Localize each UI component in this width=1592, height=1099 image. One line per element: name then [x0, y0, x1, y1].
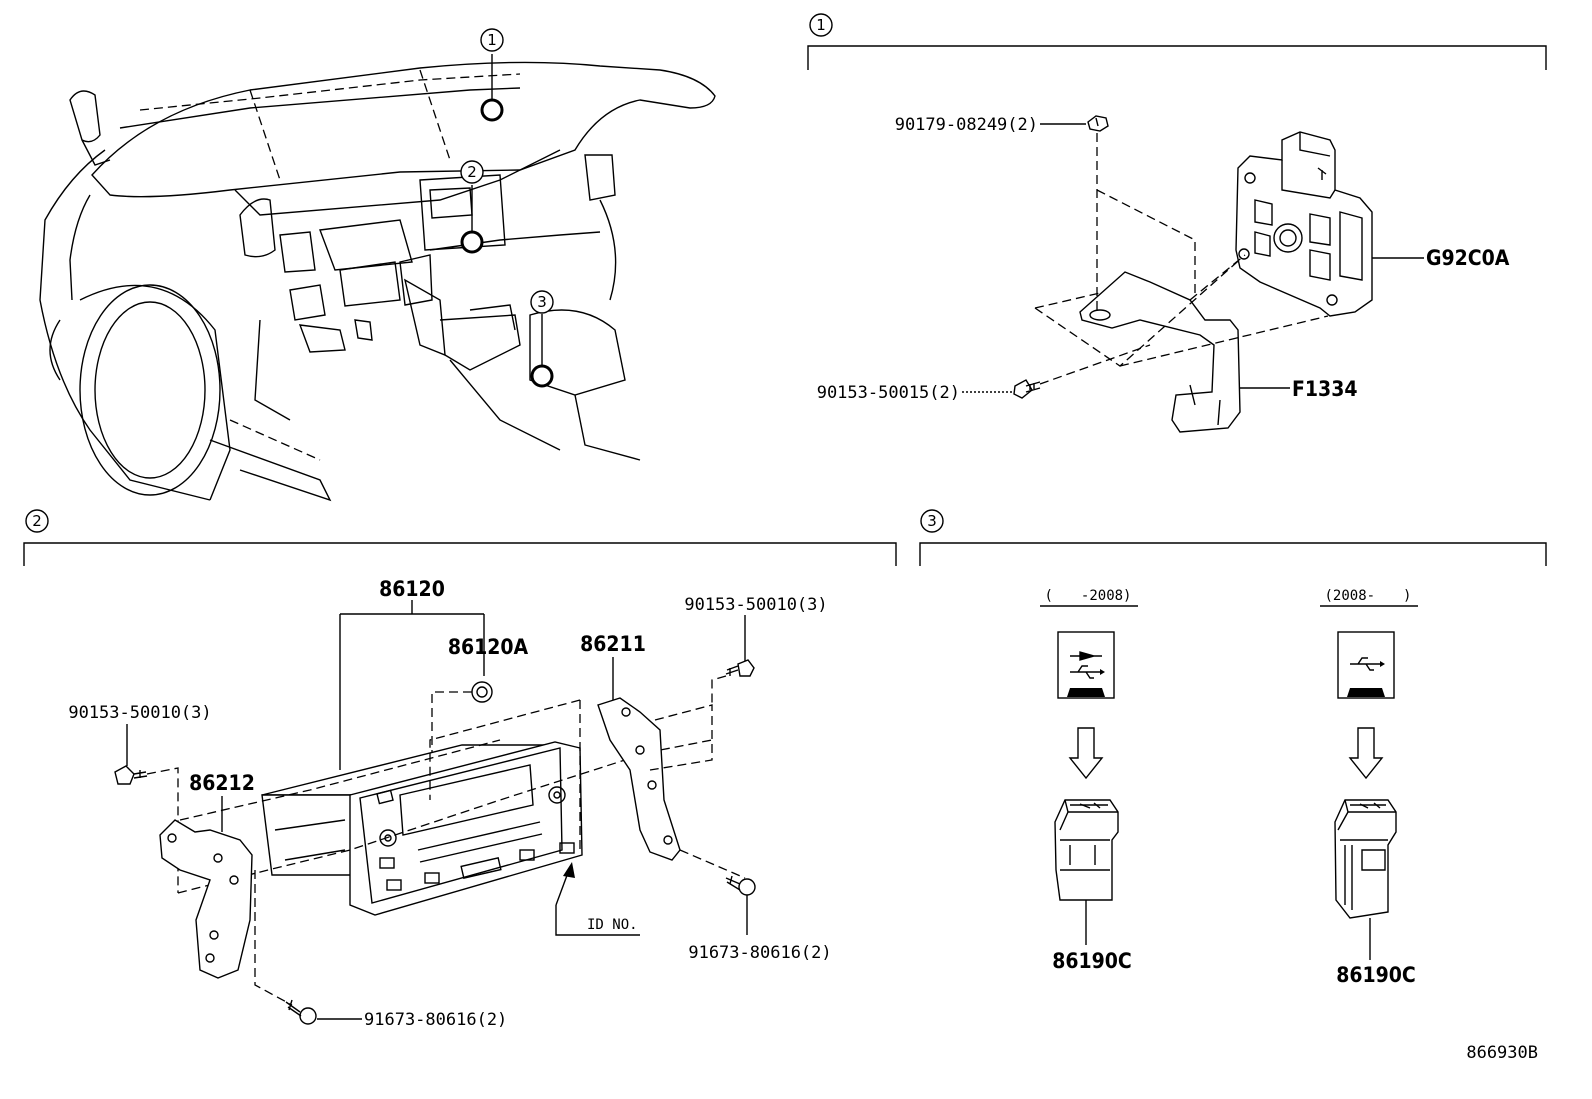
label-bolt-90153-50010-right: 90153-50010(3): [684, 595, 827, 615]
vehicle-overview-illustration: 1 2 3: [39, 28, 716, 502]
callout-3[interactable]: 3: [530, 290, 554, 314]
label-range-variant-1: ( -2008): [1044, 588, 1131, 604]
usb-switch-86190C-late[interactable]: [1334, 799, 1397, 919]
section-3-marker: 3: [927, 512, 937, 530]
location-marker-2: [460, 230, 484, 254]
section-2: 2 86120 86120A: [23, 509, 897, 1030]
bolt-90153-50010-left[interactable]: [114, 765, 148, 785]
label-bolt-90153-50015: 90153-50015(2): [817, 383, 960, 403]
callout-2-label: 2: [467, 163, 477, 181]
switch-face-usb[interactable]: [1337, 631, 1395, 699]
section-1-marker-circle: [809, 13, 833, 37]
location-marker-3: [530, 364, 554, 388]
section-2-bracket-line: [23, 542, 897, 566]
label-screw-91673-80616-right: 91673-80616(2): [688, 943, 831, 963]
down-arrow-icon: [1068, 727, 1104, 780]
diagram-code: 866930B: [1466, 1043, 1538, 1063]
callout-1-label: 1: [487, 31, 497, 49]
section-1-marker: 1: [816, 16, 826, 34]
bracket-F1334[interactable]: [1079, 271, 1241, 433]
label-switch-86190C-late: 86190C: [1336, 963, 1416, 987]
section-1-bracket-line: [807, 45, 1547, 70]
bolt-90153-50010-right[interactable]: [725, 659, 755, 677]
switch-face-aux-usb[interactable]: [1057, 631, 1115, 699]
knob-86120A[interactable]: [471, 681, 493, 703]
location-marker-1: [480, 98, 504, 122]
module-G92C0A[interactable]: [1235, 131, 1373, 317]
label-bracket-86212: 86212: [189, 771, 255, 795]
callout-2[interactable]: 2: [460, 160, 484, 184]
usb-aux-switch-86190C-early[interactable]: [1054, 799, 1119, 901]
label-bolt-90153-50010-left: 90153-50010(3): [68, 703, 211, 723]
label-bracket-F1334: F1334: [1292, 377, 1358, 401]
screw-91673-80616-bottom[interactable]: [285, 999, 317, 1025]
label-knob-86120A: 86120A: [448, 635, 529, 659]
label-module-G92C0A: G92C0A: [1426, 246, 1510, 270]
section-1: 1 90179-08249(2) F1334: [807, 13, 1547, 433]
label-range-variant-2: (2008- ): [1324, 588, 1411, 604]
bracket-86212[interactable]: [159, 819, 253, 979]
section-2-marker: 2: [32, 512, 42, 530]
section-3: 3 ( -2008) 86190C (2008- ): [919, 509, 1547, 987]
down-arrow-icon-2: [1348, 727, 1384, 780]
section-3-bracket-line: [919, 542, 1547, 566]
section-2-marker-circle: [25, 509, 49, 533]
bracket-86211[interactable]: [597, 697, 681, 861]
label-nut-90179-08249: 90179-08249(2): [895, 115, 1038, 135]
bolt-90153-50015[interactable]: [1013, 379, 1041, 399]
nut-90179-08249[interactable]: [1087, 115, 1109, 132]
callout-1[interactable]: 1: [480, 28, 504, 52]
callout-3-label: 3: [537, 293, 547, 311]
label-screw-91673-80616-bottom: 91673-80616(2): [364, 1010, 507, 1030]
label-radio-86120: 86120: [379, 577, 445, 601]
section-3-marker-circle: [920, 509, 944, 533]
label-switch-86190C-early: 86190C: [1052, 949, 1132, 973]
label-bracket-86211: 86211: [580, 632, 646, 656]
radio-head-unit-86120[interactable]: [261, 741, 583, 916]
screw-91673-80616-right[interactable]: [725, 875, 756, 896]
label-id-number: ID NO.: [587, 917, 638, 933]
